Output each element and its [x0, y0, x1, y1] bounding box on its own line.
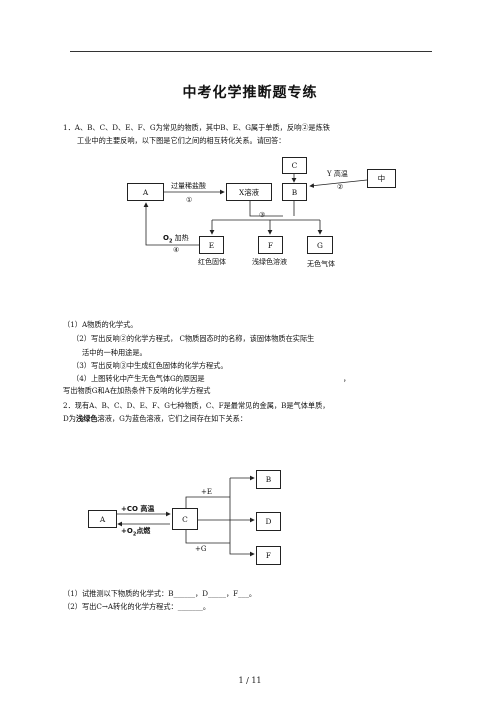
q2-o2-symbol: +O — [121, 527, 133, 535]
q2-intro-rest: 溶液，G为蓝色溶液，它们之间存在如下关系： — [97, 414, 248, 423]
q1-sub5: 写出物质G和A在加热条件下反响的化学方程式 — [63, 386, 211, 395]
q2-label-g: +G — [195, 545, 207, 553]
q1-label-g: 无色气体 — [307, 260, 335, 268]
q1-box-x: X溶液 — [226, 183, 272, 201]
q1-label-y: Y 高温 — [327, 170, 348, 178]
q1-circle-4: ④ — [173, 246, 180, 254]
q1-sub2-line1: （2）写出反响②的化学方程式， C物质固态时的名称，该固体物质在实际生 — [72, 334, 315, 343]
o2-symbol: O — [163, 234, 169, 242]
line-c-down — [185, 530, 230, 544]
arrow-e-to-a — [143, 202, 199, 246]
q1-circle-3: ③ — [259, 211, 266, 219]
o2-subscript: 2 — [168, 238, 173, 245]
page-title: 中考化学推断题专练 — [182, 85, 318, 101]
q1-sub1: （1）A物质的化学式。 — [63, 320, 138, 329]
q2-box-d: D — [256, 512, 281, 531]
q1-circle-1: ① — [186, 196, 193, 204]
heat-text: 加热 — [172, 234, 189, 242]
q1-label-e: 红色固体 — [198, 258, 226, 266]
q2-intro-line1: 2．现有A、B、C、D、E、F、G七种物质，C、F是最常见的金属，B是气体单质， — [63, 401, 330, 410]
q1-box-b: B — [282, 183, 307, 201]
q1-box-c: C — [282, 157, 307, 174]
q1-label-f: 浅绿色溶液 — [252, 258, 287, 266]
q2-sub2: （2）写出C→A转化的化学方程式：_______。 — [63, 602, 211, 611]
q2-box-c: C — [172, 508, 198, 530]
q1-box-g: G — [307, 236, 333, 254]
q1-sub4: （4）上图转化中产生无色气体G的原因是 — [72, 374, 205, 383]
line-c-up — [185, 496, 230, 508]
q2-o2-subscript: 2 — [132, 531, 137, 538]
q2-intro-bold: 浅绿色 — [75, 414, 98, 423]
q1-box-a: A — [127, 183, 164, 201]
q2-o2-rest: 点燃 — [136, 527, 151, 535]
q2-sub1: （1）试推测以下物质的化学式：B______，D_____，F___。 — [63, 589, 257, 598]
q2-intro-line2: D为浅绿色溶液，G为蓝色溶液，它们之间存在如下关系： — [63, 413, 247, 424]
page-footer: 1 / 11 — [238, 676, 262, 685]
q2-box-a: A — [88, 510, 117, 528]
q1-box-e: E — [199, 236, 224, 254]
q1-box-zhong: 中 — [367, 169, 396, 188]
q2-box-b: B — [256, 470, 281, 489]
q1-label-hcl: 过量稀盐酸 — [171, 182, 206, 190]
q2-label-co: +CO 高温 — [121, 505, 155, 513]
q1-intro-line2: 工业中的主要反响，以下图是它们之间的相互转化关系。请回答： — [77, 136, 286, 145]
header-rule — [70, 51, 432, 52]
q2-box-f: F — [256, 546, 281, 565]
arrow-to-f — [229, 520, 255, 557]
q1-sub4-comma: ， — [343, 374, 351, 383]
q1-box-f: F — [258, 236, 283, 254]
q2-label-o2: +O2点燃 — [121, 526, 150, 537]
q1-intro-line1: 1．A、B、C、D、E、F、G为常见的物质，其中B、E、G属于单质，反响②是炼铁 — [63, 123, 330, 132]
line-x-down — [249, 201, 283, 217]
q1-sub3: （3）写出反响③中生成红色固体的化学方程式。 — [72, 361, 228, 370]
q1-sub2-line2: 活中的一种用途是。 — [82, 348, 147, 357]
q1-circle-2: ② — [337, 183, 344, 191]
q1-label-o2: O2 加热 — [163, 233, 189, 244]
arrow-zhong-to-b — [309, 179, 368, 188]
q2-label-e: +E — [201, 488, 212, 496]
q2-intro-d: D为 — [63, 414, 76, 423]
